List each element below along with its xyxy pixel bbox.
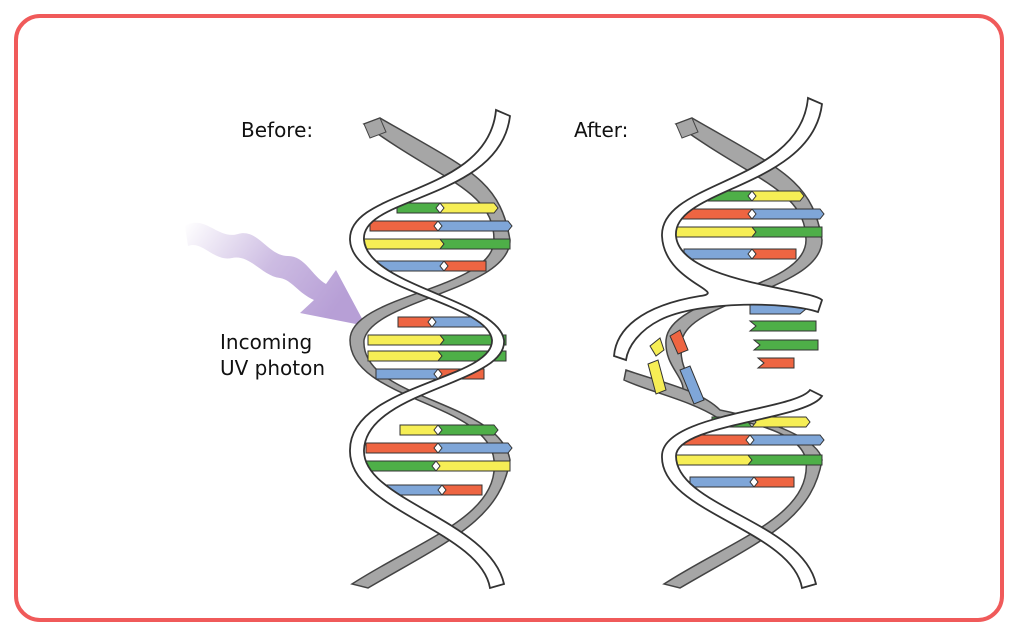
base-pairs-broken-left [647,329,705,405]
photon-label-line2: UV photon [220,356,326,380]
base-pairs-broken-right [748,303,819,369]
dna-helix-before [349,108,513,590]
wavy-arrow-icon [185,222,366,326]
dna-helix-after [613,96,825,590]
after-label: After: [574,118,629,142]
base-pairs-top-after [675,190,825,260]
photon-label-line1: Incoming [220,330,313,354]
base-pairs-middle [367,316,507,380]
before-label: Before: [241,118,314,142]
